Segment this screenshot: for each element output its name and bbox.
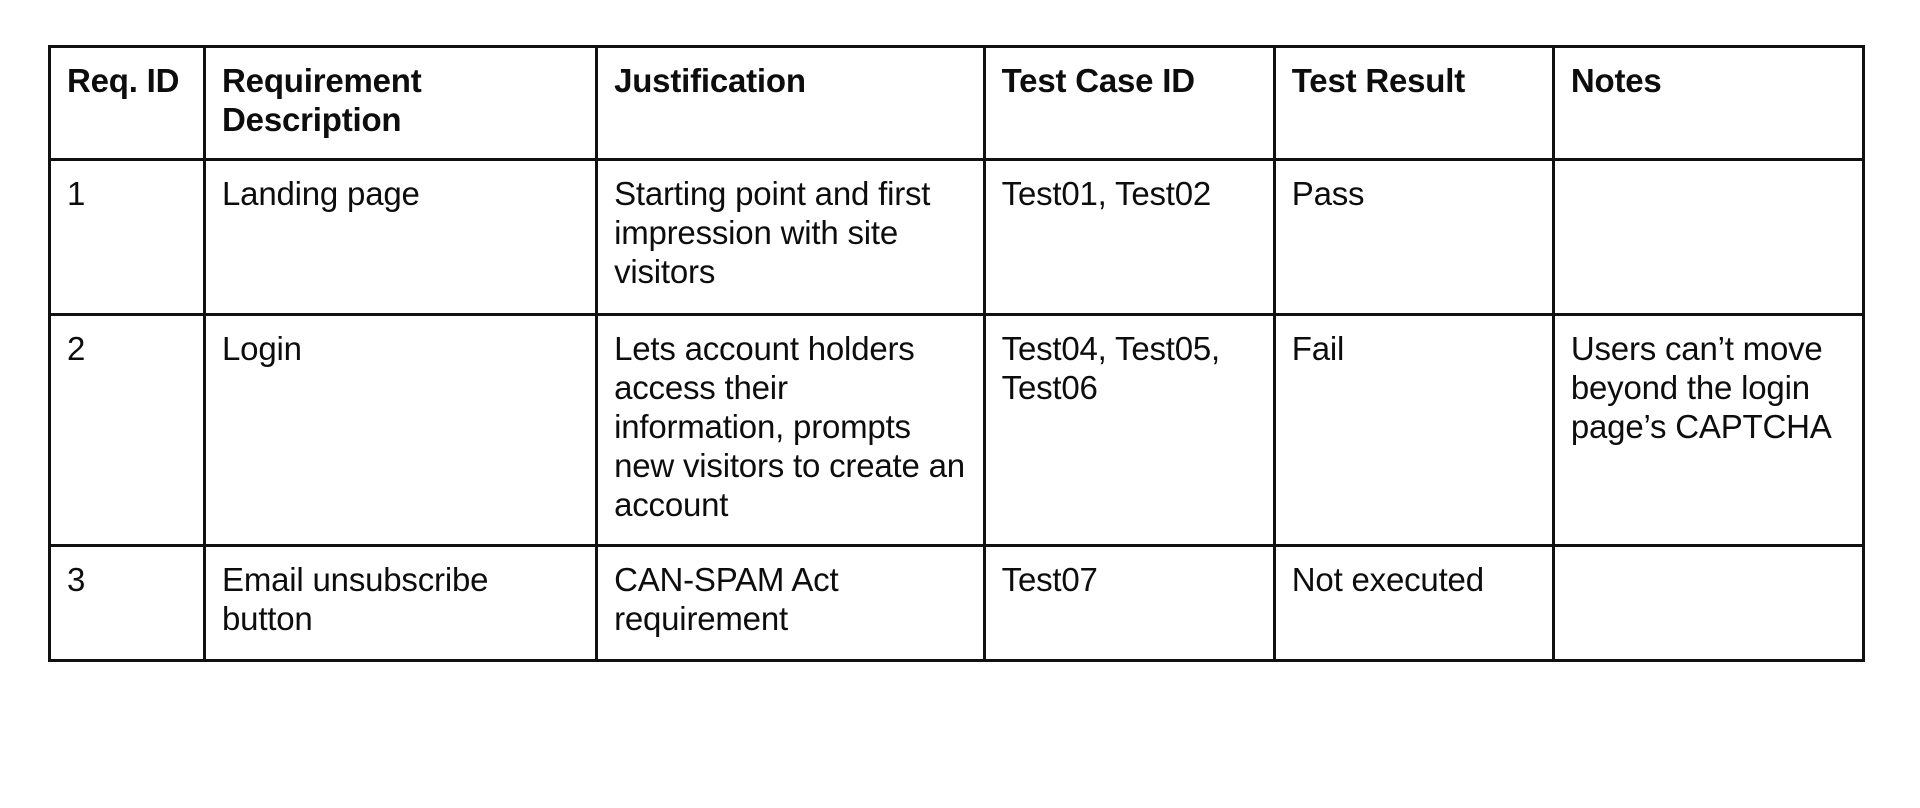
cell-value: 2	[67, 329, 86, 367]
cell-value: Landing page	[222, 174, 420, 212]
column-header-notes: Notes	[1551, 45, 1866, 161]
column-header-label: Notes	[1570, 62, 1662, 99]
column-header-justification: Justification	[595, 45, 986, 161]
cell-value	[1571, 561, 1846, 562]
cell-requirement-description: Email unsubscribe button	[203, 543, 599, 662]
cell-value: Test01, Test02	[1001, 174, 1212, 212]
table-row: 3 Email unsubscribe button CAN-SPAM Act …	[47, 543, 1866, 662]
cell-notes	[1551, 157, 1866, 316]
column-header-label: Requirement Description	[222, 62, 422, 138]
cell-req-id: 1	[47, 157, 207, 316]
cell-value	[1571, 175, 1846, 176]
table-row: 2 Login Lets account holders access thei…	[47, 312, 1866, 547]
column-header-label: Test Result	[1291, 62, 1466, 99]
cell-test-result: Not executed	[1272, 543, 1555, 662]
cell-justification: Lets account holders access their inform…	[595, 312, 986, 547]
column-header-test-case-id: Test Case ID	[982, 45, 1276, 161]
cell-test-case-id: Test01, Test02	[982, 157, 1276, 316]
requirements-traceability-table: Req. ID Requirement Description Justific…	[47, 45, 1866, 662]
cell-value: Email unsubscribe button	[222, 560, 489, 637]
cell-requirement-description: Landing page	[203, 157, 599, 316]
cell-value: Fail	[1291, 329, 1345, 367]
cell-value: Lets account holders access their inform…	[614, 329, 965, 523]
cell-req-id: 2	[47, 312, 207, 547]
cell-justification: Starting point and first impression with…	[595, 157, 986, 316]
cell-value: Users can’t move beyond the login page’s…	[1570, 329, 1832, 445]
cell-req-id: 3	[47, 543, 207, 662]
column-header-requirement-description: Requirement Description	[203, 45, 599, 161]
column-header-test-result: Test Result	[1272, 45, 1555, 161]
cell-value: Pass	[1291, 174, 1365, 212]
table-header-row: Req. ID Requirement Description Justific…	[47, 45, 1866, 161]
cell-test-case-id: Test04, Test05, Test06	[982, 312, 1276, 547]
cell-justification: CAN-SPAM Act requirement	[595, 543, 986, 662]
cell-value: CAN-SPAM Act requirement	[614, 560, 839, 637]
cell-notes: Users can’t move beyond the login page’s…	[1551, 312, 1866, 547]
cell-value: Test04, Test05, Test06	[1001, 329, 1221, 406]
cell-test-result: Pass	[1272, 157, 1555, 316]
cell-value: Login	[222, 329, 302, 367]
cell-value: Test07	[1001, 560, 1098, 598]
cell-notes	[1551, 543, 1866, 662]
cell-value: Not executed	[1291, 560, 1484, 598]
cell-value: Starting point and first impression with…	[614, 174, 931, 290]
cell-test-result: Fail	[1272, 312, 1555, 547]
cell-value: 1	[67, 174, 86, 212]
cell-test-case-id: Test07	[982, 543, 1276, 662]
column-header-label: Req. ID	[67, 62, 180, 99]
column-header-req-id: Req. ID	[47, 45, 207, 161]
column-header-label: Justification	[614, 62, 806, 99]
column-header-label: Test Case ID	[1001, 62, 1195, 99]
cell-value: 3	[67, 560, 86, 598]
cell-requirement-description: Login	[203, 312, 599, 547]
table-row: 1 Landing page Starting point and first …	[47, 157, 1866, 316]
